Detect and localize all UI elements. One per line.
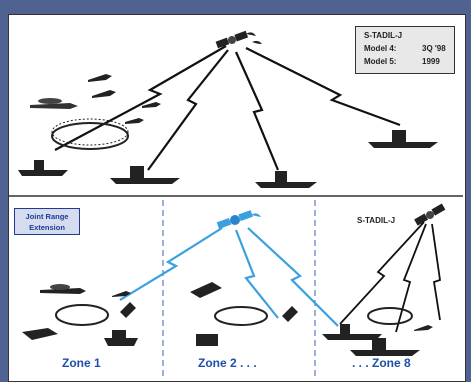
truck-zone2-icon (190, 282, 222, 298)
top-links (54, 45, 401, 171)
link-sat-right-2 (395, 223, 427, 333)
ship-top-2-icon (110, 166, 180, 184)
zone-2-label: Zone 2 . . . (198, 356, 257, 370)
ship-top-1-icon (18, 160, 68, 176)
awacs-zone1-icon (40, 288, 86, 294)
fighter-1-icon (88, 74, 112, 82)
satellite-right-icon (414, 203, 446, 226)
ship-zone8-1-icon (322, 324, 382, 340)
ship-top-4-icon (368, 130, 438, 148)
zone1-assets (22, 284, 138, 346)
fighter-2-icon (92, 90, 116, 98)
ground-ring-top-icon (51, 118, 129, 150)
radar-zone1-icon (120, 302, 136, 318)
aircraft-group-top (88, 74, 161, 124)
legend-row-1-value: 3Q '98 (422, 44, 446, 53)
zone8-assets (322, 324, 433, 356)
link-sat-to-ship-left (147, 49, 229, 171)
legend-title: S-TADIL-J (364, 31, 403, 40)
ground-ring-zone1-icon (55, 304, 109, 326)
link-blue-to-zone1 (119, 227, 223, 301)
zone-1-label: Zone 1 (62, 356, 101, 370)
zone-8-label: . . . Zone 8 (352, 356, 411, 370)
s-tadil-j-legend: S-TADIL-J Model 4: 3Q '98 Model 5: 1999 (355, 26, 455, 74)
diagram-panel (8, 14, 466, 382)
ship-top-3-icon (255, 171, 317, 188)
jre-line-2: Extension (29, 223, 65, 232)
link-sat-to-ship-mid (234, 51, 280, 171)
link-blue-to-zone8 (247, 227, 339, 327)
legend-row-1-label: Model 4: (364, 44, 397, 53)
joint-range-extension-label: Joint Range Extension (14, 208, 80, 235)
link-sat-right-1 (339, 221, 425, 325)
satellite-label: S-TADIL-J (357, 216, 396, 225)
fighter-zone1-icon (112, 291, 131, 297)
legend-row-2-value: 1999 (422, 57, 440, 66)
zone2-assets (190, 282, 298, 346)
ground-ring-zone2-icon (214, 306, 268, 326)
tank-zone1-icon (104, 330, 138, 346)
jre-line-1: Joint Range (25, 212, 69, 221)
link-sat-to-awacs (54, 45, 227, 151)
link-blue-to-zone2 (234, 229, 279, 319)
ground-ring-zone8-icon (367, 307, 413, 325)
shelter-zone2-icon (196, 334, 218, 346)
fighter-zone8-icon (414, 325, 433, 331)
satellite-top-icon (215, 30, 262, 49)
vehicle-zone1-icon (22, 328, 58, 340)
satellite-blue-icon (216, 210, 261, 229)
link-sat-right-3 (431, 223, 441, 321)
radar-zone2-icon (282, 306, 298, 322)
ships-top (18, 130, 438, 188)
fighter-3-icon (142, 102, 161, 108)
link-sat-to-ship-right (245, 47, 401, 127)
fighter-4-icon (125, 118, 144, 124)
ship-zone8-2-icon (350, 338, 420, 356)
black-links-right (339, 221, 441, 333)
awacs-top-icon (30, 98, 78, 109)
legend-row-2-label: Model 5: (364, 57, 397, 66)
blue-links (119, 227, 339, 327)
